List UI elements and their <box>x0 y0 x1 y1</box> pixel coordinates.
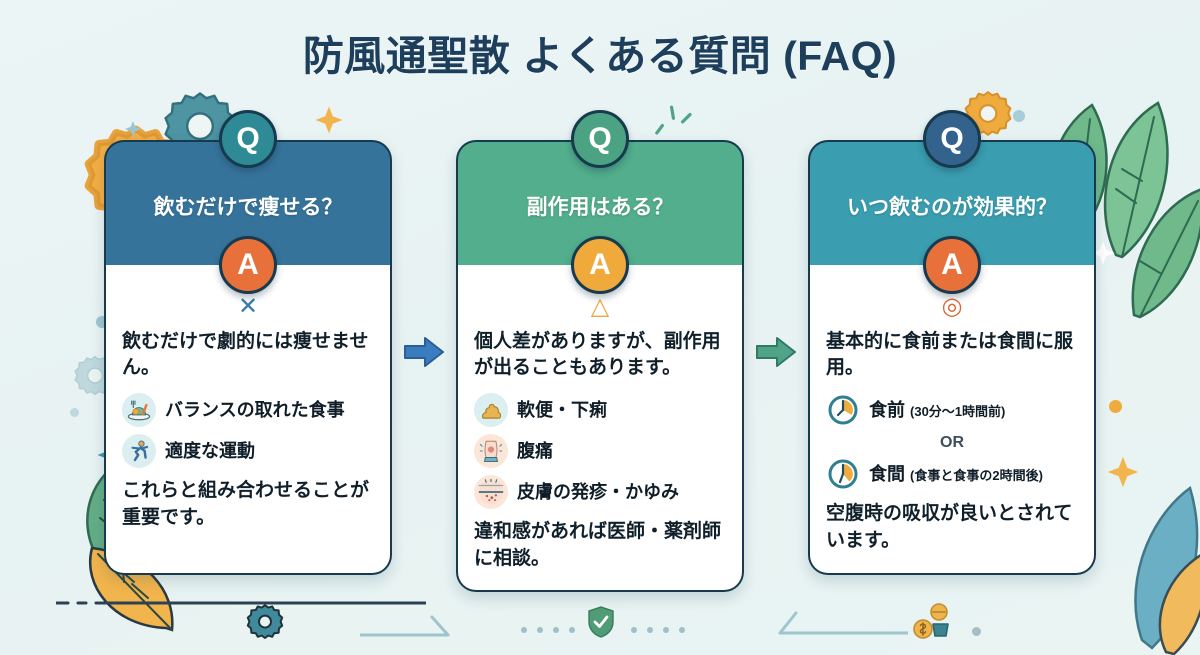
q-badge-label: Q <box>588 122 612 155</box>
answer-lead: 基本的に食前または食間に服用。 <box>826 331 1074 379</box>
q-badge: Q <box>571 110 629 168</box>
dot-decoration <box>1013 110 1025 122</box>
answer-items: バランスの取れた食事 <box>122 393 374 469</box>
list-item: 軟便・下痢 <box>474 393 726 428</box>
answer-lead: 飲むだけで劇的には痩せません。 <box>122 331 369 379</box>
verdict-mark: ◎ <box>941 293 963 320</box>
a-badge-label: A <box>589 248 611 281</box>
list-item-sub: (食事と食事の2時間後) <box>910 467 1043 483</box>
sparkle-icon <box>124 120 142 138</box>
a-badge-label: A <box>237 248 259 281</box>
q-badge-label: Q <box>236 122 260 155</box>
card-container[interactable]: Q 飲むだけで痩せる？ A ✕ 飲むだけで劇的には痩せません。 <box>104 110 392 575</box>
abdominal-pain-icon <box>474 434 508 469</box>
dot-decoration <box>972 627 981 636</box>
flow-arrow-icon <box>360 611 470 641</box>
list-item: 腹痛 <box>474 434 726 469</box>
card-body: △ 個人差がありますが、副作用が出ることもあります。 軟便・下痢 <box>456 265 744 592</box>
a-badge: A <box>571 236 629 294</box>
answer-items: 軟便・下痢 <box>474 393 726 510</box>
a-badge: A <box>923 236 981 294</box>
card-container[interactable]: Q いつ飲むのが効果的？ A ◎ 基本的に食前または食間に服用。 <box>808 110 1096 575</box>
arrow-right-blue-icon <box>398 140 450 369</box>
balanced-meal-icon <box>122 393 156 428</box>
verdict-mark: △ <box>590 293 610 320</box>
faq-card-2: Q 副作用はある？ A △ 個人差がありますが、副作用が出ることもあります。 <box>450 110 750 592</box>
card-body: ✕ 飲むだけで劇的には痩せません。 <box>104 265 392 575</box>
a-badge: A <box>219 236 277 294</box>
bottom-decoration-strip <box>0 589 1200 655</box>
shield-check-icon <box>588 606 614 638</box>
list-item-sub: (30分〜1時間前) <box>910 403 1006 419</box>
answer-closing: 空腹時の吸収が良いとされています。 <box>826 503 1073 551</box>
dot-cluster <box>520 625 578 635</box>
skin-rash-icon <box>474 475 508 510</box>
question-text: 飲むだけで痩せる？ <box>153 195 343 219</box>
list-item-label: バランスの取れた食事 <box>165 399 345 420</box>
card-container[interactable]: Q 副作用はある？ A △ 個人差がありますが、副作用が出ることもあります。 <box>456 110 744 592</box>
list-item-label: 腹痛 <box>517 440 553 461</box>
answer-lead: 個人差がありますが、副作用が出ることもあります。 <box>474 331 721 379</box>
question-text: 副作用はある？ <box>526 195 674 219</box>
list-item: 皮膚の発疹・かゆみ <box>474 475 726 510</box>
arrow-right-green-icon <box>750 140 802 369</box>
list-item-label: 皮膚の発疹・かゆみ <box>517 481 679 502</box>
q-badge: Q <box>219 110 277 168</box>
flow-arrow-icon <box>758 607 908 641</box>
coin-money-icon <box>912 603 954 641</box>
clock-icon <box>826 457 860 491</box>
card-body: ◎ 基本的に食前または食間に服用。 <box>808 265 1096 575</box>
sparkle-icon <box>314 105 344 135</box>
verdict-mark: ✕ <box>237 293 259 320</box>
list-item-main: 食前 <box>869 399 905 420</box>
a-badge-label: A <box>941 248 963 281</box>
or-separator: OR <box>940 434 964 452</box>
list-item-label: 軟便・下痢 <box>517 399 607 420</box>
stool-icon <box>474 393 508 428</box>
list-item: 食前 (30分〜1時間前) <box>826 393 1078 427</box>
list-item: 適度な運動 <box>122 434 374 469</box>
answer-closing: これらと組み合わせることが重要です。 <box>122 480 370 528</box>
faq-cards-row: Q 飲むだけで痩せる？ A ✕ 飲むだけで劇的には痩せません。 <box>0 110 1200 592</box>
list-item-label: 食間 (食事と食事の2時間後) <box>869 464 1043 486</box>
running-person-icon <box>122 434 156 469</box>
clock-icon <box>826 393 860 427</box>
dot-cluster <box>630 625 688 635</box>
list-item-main: 食間 <box>869 463 905 484</box>
page-title: 防風通聖散 よくある質問 (FAQ) <box>302 33 898 79</box>
list-item-label: 適度な運動 <box>165 440 255 461</box>
faq-card-3: Q いつ飲むのが効果的？ A ◎ 基本的に食前または食間に服用。 <box>802 110 1102 575</box>
list-item: バランスの取れた食事 <box>122 393 374 428</box>
list-item: 食間 (食事と食事の2時間後) <box>826 457 1078 491</box>
q-badge-label: Q <box>940 122 964 155</box>
q-badge: Q <box>923 110 981 168</box>
answer-items: 食前 (30分〜1時間前) OR <box>826 393 1078 491</box>
answer-closing: 違和感があれば医師・薬剤師に相談。 <box>474 521 722 569</box>
sparkle-icon <box>655 98 701 144</box>
list-item-label: 食前 (30分〜1時間前) <box>869 400 1005 422</box>
question-text: いつ飲むのが効果的？ <box>847 195 1057 219</box>
faq-card-1: Q 飲むだけで痩せる？ A ✕ 飲むだけで劇的には痩せません。 <box>98 110 398 575</box>
